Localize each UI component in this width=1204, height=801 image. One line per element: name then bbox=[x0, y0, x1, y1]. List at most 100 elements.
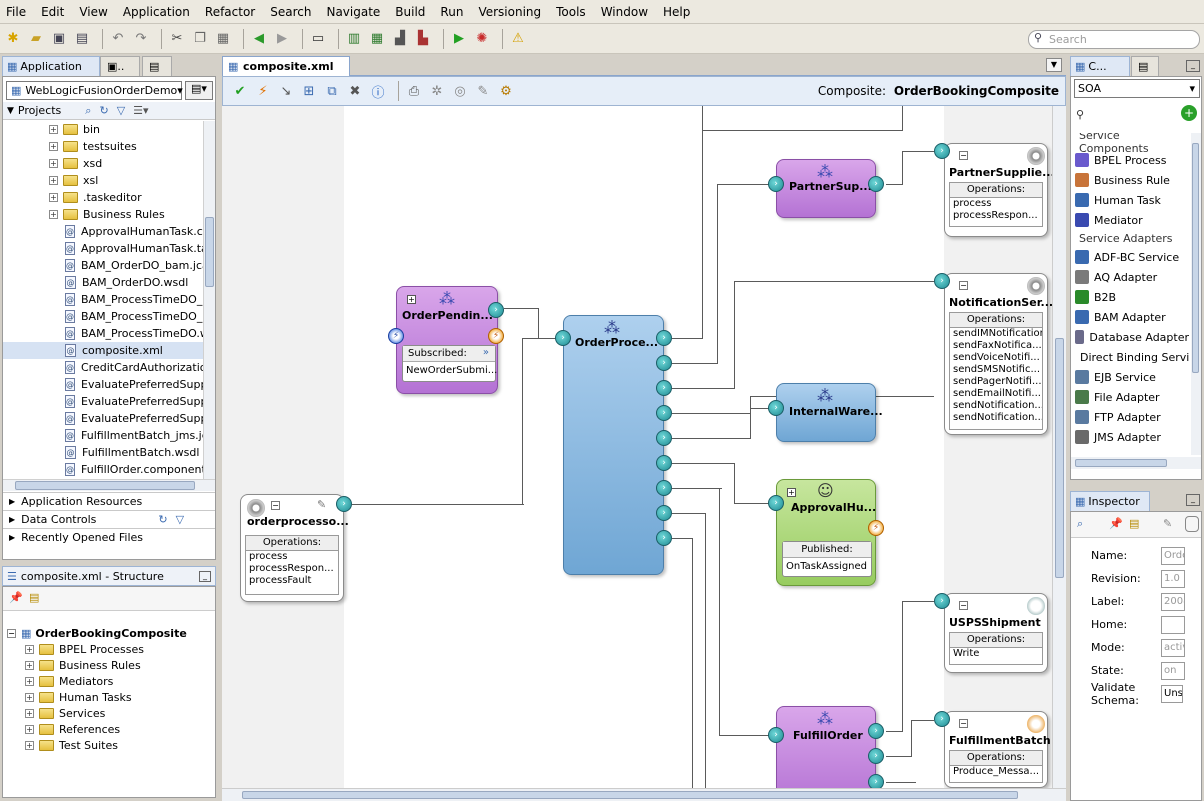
palette-item-component[interactable]: BPEL Process bbox=[1071, 150, 1189, 170]
collapse-icon[interactable]: − bbox=[271, 501, 280, 510]
reference-port[interactable]: › bbox=[488, 302, 504, 318]
structure-item[interactable]: +Test Suites bbox=[25, 737, 144, 753]
structure-item[interactable]: +Services bbox=[25, 705, 144, 721]
palette-item-adapter[interactable]: Direct Binding Servi bbox=[1071, 347, 1189, 367]
section-recently-opened[interactable]: ▶Recently Opened Files bbox=[3, 528, 215, 546]
property-value[interactable]: activ bbox=[1161, 638, 1185, 657]
reference-in-port[interactable]: › bbox=[934, 593, 950, 609]
property-value[interactable]: 1.0 bbox=[1161, 569, 1185, 588]
expand-icon[interactable]: + bbox=[25, 724, 34, 734]
menu-help[interactable]: Help bbox=[663, 4, 691, 19]
reference-port[interactable]: › bbox=[656, 480, 672, 496]
palette-item-adapter[interactable]: FTP Adapter bbox=[1071, 407, 1189, 427]
tree-folder[interactable]: +Business Rules bbox=[3, 206, 203, 223]
back-icon[interactable]: ◀ bbox=[254, 31, 264, 46]
wire[interactable] bbox=[352, 504, 524, 505]
collapse-icon[interactable]: − bbox=[959, 719, 968, 728]
pin-icon[interactable]: 📌 bbox=[1109, 517, 1123, 530]
wire[interactable] bbox=[902, 601, 934, 602]
wire[interactable] bbox=[672, 438, 750, 439]
wire[interactable] bbox=[734, 281, 735, 389]
tree-file[interactable]: @BAM_OrderDO_bam.jca bbox=[3, 257, 203, 274]
copy-component-icon[interactable]: ⧉ bbox=[327, 83, 337, 99]
tree-folder[interactable]: +xsl bbox=[3, 172, 203, 189]
reference-port[interactable]: › bbox=[868, 748, 884, 764]
wire[interactable] bbox=[734, 463, 735, 503]
freeze-icon[interactable]: ▤ bbox=[29, 591, 40, 604]
tab-component-palette[interactable]: ▦ C... bbox=[1070, 56, 1130, 76]
expand-icon[interactable]: + bbox=[25, 676, 34, 686]
wire[interactable] bbox=[911, 720, 934, 721]
event-port[interactable]: ⚡ bbox=[488, 328, 504, 344]
edit-icon[interactable]: ✎ bbox=[477, 83, 489, 99]
service-port[interactable]: › bbox=[768, 727, 784, 743]
edit-pencil-icon[interactable]: ✎ bbox=[317, 498, 327, 511]
reference-port[interactable]: › bbox=[868, 723, 884, 739]
wire[interactable] bbox=[522, 338, 523, 505]
find-icon[interactable]: ⌕ bbox=[1077, 517, 1084, 530]
wire[interactable] bbox=[750, 396, 751, 414]
structure-item[interactable]: +Human Tasks bbox=[25, 689, 144, 705]
make-icon[interactable]: ▥ bbox=[347, 31, 361, 46]
wire[interactable] bbox=[672, 513, 705, 514]
composite-canvas[interactable]: − ✎ orderprocesso... Operations: process… bbox=[222, 106, 1052, 788]
tree-folder[interactable]: +.taskeditor bbox=[3, 189, 203, 206]
tree-file[interactable]: @ApprovalHumanTask.tas bbox=[3, 240, 203, 257]
tree-file[interactable]: @FulfillmentBatch_jms.jca bbox=[3, 427, 203, 444]
tab-composite-xml[interactable]: ▦ composite.xml bbox=[222, 56, 350, 76]
collapse-icon[interactable]: − bbox=[959, 281, 968, 290]
event-port[interactable]: ⚡ bbox=[868, 520, 884, 536]
wire[interactable] bbox=[902, 151, 903, 185]
wire[interactable] bbox=[692, 538, 693, 788]
section-application-resources[interactable]: ▶Application Resources bbox=[3, 492, 215, 510]
reference-port[interactable]: › bbox=[656, 430, 672, 446]
palette-hscrollbar[interactable] bbox=[1071, 457, 1201, 469]
wire[interactable] bbox=[672, 388, 734, 389]
add-icon[interactable]: + bbox=[1181, 105, 1197, 121]
component-order-pending[interactable]: + ⁂ OrderPendin... Subscribed: » NewOrde… bbox=[396, 286, 498, 394]
component-order-processor[interactable]: ⁂ OrderProce... bbox=[563, 315, 664, 575]
tree-file[interactable]: @FulfillOrder.componentTy bbox=[3, 461, 203, 478]
reference-in-port[interactable]: › bbox=[934, 143, 950, 159]
expand-icon[interactable]: + bbox=[25, 692, 34, 702]
print-icon[interactable]: ⎙ bbox=[408, 83, 420, 99]
menu-versioning[interactable]: Versioning bbox=[478, 4, 542, 19]
expand-icon[interactable]: + bbox=[49, 176, 58, 185]
minimize-icon[interactable]: _ bbox=[199, 570, 211, 582]
menu-window[interactable]: Window bbox=[600, 4, 649, 19]
wire[interactable] bbox=[702, 130, 902, 131]
wire[interactable] bbox=[886, 782, 916, 783]
reference-port[interactable]: › bbox=[656, 455, 672, 471]
menu-build[interactable]: Build bbox=[395, 4, 426, 19]
component-partner-supplier[interactable]: ⁂ PartnerSup... bbox=[776, 159, 876, 218]
section-data-controls[interactable]: ▶Data Controls ↻ ▽ bbox=[3, 510, 215, 528]
component-fulfill-order[interactable]: ⁂ FulfillOrder bbox=[776, 706, 876, 788]
palette-item-adapter[interactable]: JMS Adapter bbox=[1071, 427, 1189, 447]
filter-icon[interactable]: ▽ bbox=[116, 104, 126, 117]
wire[interactable] bbox=[734, 503, 769, 504]
wire[interactable] bbox=[750, 408, 769, 409]
service-port[interactable]: › bbox=[336, 496, 352, 512]
component-internal-warehouse[interactable]: ⁂ InternalWare... bbox=[776, 383, 883, 442]
property-value[interactable]: Unsp bbox=[1161, 684, 1183, 703]
expand-icon[interactable]: + bbox=[25, 644, 34, 654]
app-menu-button[interactable]: ▤▾ bbox=[185, 81, 213, 100]
reference-in-port[interactable]: › bbox=[934, 711, 950, 727]
structure-item[interactable]: +Mediators bbox=[25, 673, 144, 689]
service-port[interactable]: › bbox=[768, 495, 784, 511]
wire[interactable] bbox=[750, 408, 751, 439]
info-icon[interactable]: ⓘ bbox=[371, 85, 385, 101]
expand-icon[interactable]: + bbox=[49, 142, 58, 151]
sort-icon[interactable]: ☰▾ bbox=[133, 104, 149, 117]
pin-icon[interactable]: 📌 bbox=[9, 591, 23, 604]
menu-search[interactable]: Search bbox=[270, 4, 312, 19]
tree-file[interactable]: @ApprovalHumanTask.com bbox=[3, 223, 203, 240]
service-port[interactable]: › bbox=[768, 176, 784, 192]
refresh-icon[interactable]: ↻ bbox=[99, 104, 109, 117]
wire[interactable] bbox=[717, 184, 769, 185]
reference-port[interactable]: › bbox=[656, 355, 672, 371]
redo-icon[interactable]: ↷ bbox=[135, 31, 147, 46]
deploy-icon[interactable]: ⚙ bbox=[500, 83, 512, 99]
wire-tool-icon[interactable]: ↘ bbox=[280, 83, 292, 99]
service-orderprocessor[interactable]: − ✎ orderprocesso... Operations: process… bbox=[240, 494, 349, 602]
